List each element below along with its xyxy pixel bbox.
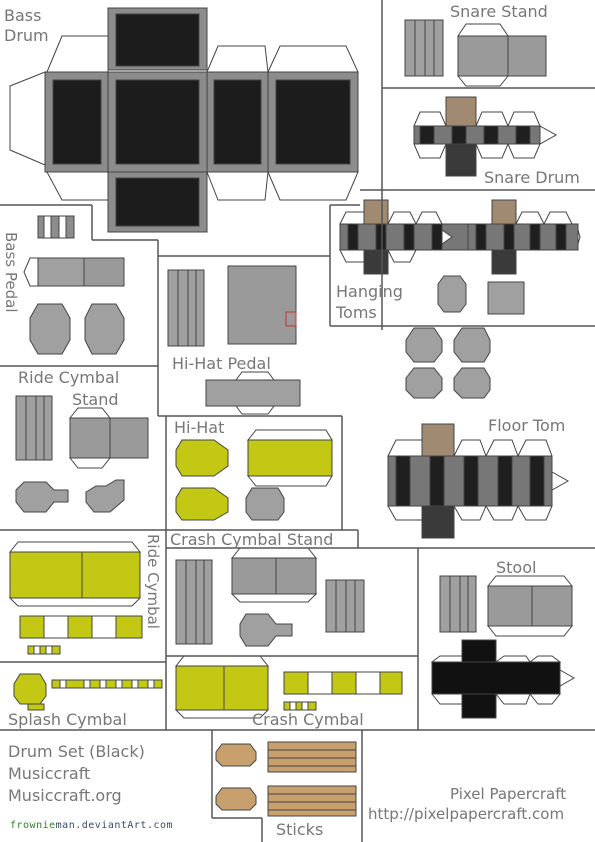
splash-cymbal-label: Splash Cymbal — [8, 710, 127, 729]
ride-cymbal-stand-label-line1: Ride Cymbal — [18, 368, 120, 387]
floor-tom-label: Floor Tom — [488, 416, 566, 435]
artist-credit-name: frownie — [10, 820, 56, 831]
hanging-toms-template — [339, 199, 581, 315]
hanging-toms-label-line2: Toms — [336, 303, 377, 322]
snare-drum-label: Snare Drum — [484, 168, 580, 187]
hihat-template — [175, 429, 333, 521]
snare-stand-template — [404, 19, 547, 87]
hanging-toms-label-line1: Hanging — [336, 282, 403, 301]
artist-credit-site: man.deviantArt.com — [55, 820, 174, 831]
set-title: Drum Set (Black) — [8, 742, 145, 761]
brand-name: Pixel Papercraft — [450, 785, 567, 803]
bass-drum-label-line2: Drum — [4, 26, 49, 45]
crash-cymbal-label: Crash Cymbal — [252, 710, 364, 729]
ride-cymbal-stand-template — [15, 395, 149, 513]
ride-cymbal-stand-label-line2: Stand — [72, 390, 119, 409]
ride-cymbal-template — [8, 541, 143, 655]
sticks-label: Sticks — [276, 820, 324, 839]
ride-cymbal-label: Ride Cymbal — [144, 534, 162, 629]
crash-cymbal-stand-label: Crash Cymbal Stand — [170, 530, 334, 549]
bass-pedal-template — [23, 215, 125, 355]
snare-stand-label: Snare Stand — [450, 2, 548, 21]
set-website: Musiccraft.org — [8, 786, 122, 805]
hihat-pedal-template — [167, 265, 301, 415]
floor-tom-template — [387, 327, 570, 539]
set-author: Musiccraft — [8, 764, 91, 783]
hihat-pedal-label: Hi-Hat Pedal — [172, 354, 271, 373]
stool-template — [430, 575, 576, 719]
snare-drum-template — [413, 96, 558, 177]
brand-url: http://pixelpapercraft.com — [368, 805, 565, 823]
sticks-template — [215, 741, 357, 817]
splash-cymbal-template — [13, 673, 163, 711]
artist-credit: frownieman.deviantArt.com — [10, 820, 173, 831]
bass-pedal-label: Bass Pedal — [2, 232, 20, 313]
bass-drum-template — [9, 7, 359, 233]
crash-cymbal-template — [174, 655, 403, 719]
crash-cymbal-stand-template — [175, 547, 365, 647]
bass-drum-label-line1: Bass — [4, 6, 42, 25]
stool-label: Stool — [496, 558, 537, 577]
hihat-label: Hi-Hat — [174, 418, 225, 437]
